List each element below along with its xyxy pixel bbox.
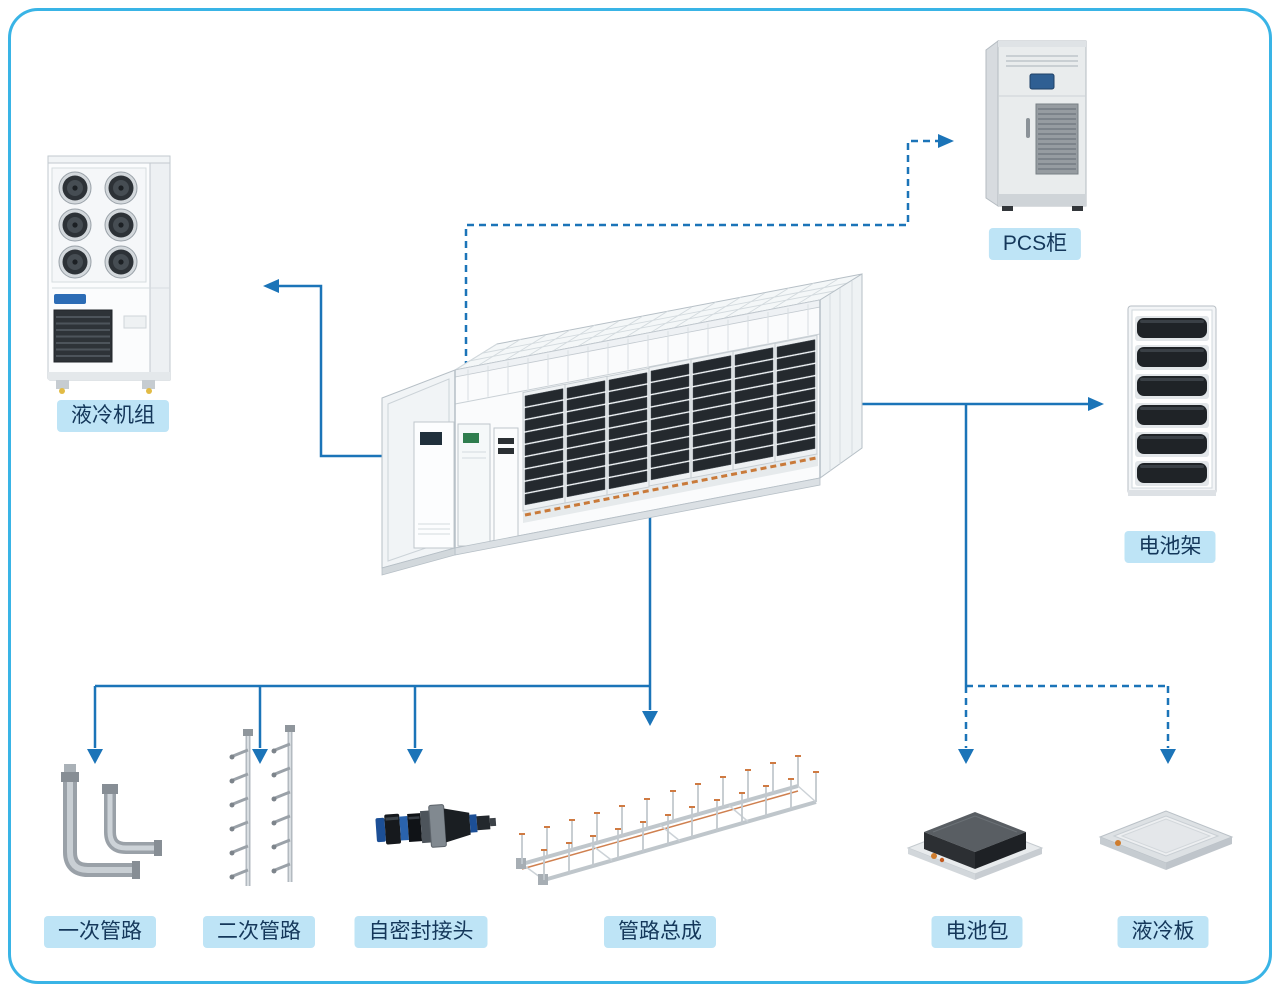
dashed-connector-lines xyxy=(464,139,1170,748)
label-secondary-piping: 二次管路 xyxy=(203,916,315,949)
container-control-cabinets xyxy=(413,421,519,549)
label-battery-rack: 电池架 xyxy=(1124,531,1216,564)
piping-assembly-graphic xyxy=(516,755,820,885)
arrow-heads xyxy=(87,134,1176,764)
air-grille-icon xyxy=(53,309,113,363)
secondary-piping-graphic xyxy=(228,725,295,886)
cooling-plate-graphic xyxy=(1098,810,1234,870)
battery-container-illustration xyxy=(368,252,880,582)
battery-pack-illustration xyxy=(900,772,1050,890)
label-cooling-unit: 液冷机组 xyxy=(57,400,169,433)
self-sealing-connector-illustration xyxy=(369,774,505,878)
pcs-screen xyxy=(1029,73,1055,90)
battery-rack-graphic xyxy=(1127,305,1217,496)
fan-array xyxy=(51,167,147,283)
primary-piping-illustration xyxy=(36,760,176,900)
side-panel xyxy=(149,155,171,381)
piping-assembly-illustration xyxy=(508,726,828,901)
brand-logo xyxy=(54,294,86,304)
container-right-end xyxy=(819,273,863,479)
label-primary-piping: 一次管路 xyxy=(44,916,156,949)
battery-rack-illustration xyxy=(1122,302,1222,502)
label-battery-pack: 电池包 xyxy=(931,916,1023,949)
primary-piping-graphic xyxy=(61,764,162,879)
cooling-plate-illustration xyxy=(1092,775,1240,883)
hmi-screen xyxy=(463,433,479,443)
pcs-cabinet-illustration xyxy=(980,34,1092,212)
secondary-piping-illustration xyxy=(208,724,323,899)
label-cooling-plate: 液冷板 xyxy=(1117,916,1209,949)
pcs-cabinet-graphic xyxy=(985,40,1087,211)
self-sealing-connector-graphic xyxy=(375,804,497,848)
door-handle xyxy=(1026,118,1030,138)
battery-container-graphic xyxy=(381,273,863,576)
cooling-unit-illustration xyxy=(42,148,182,398)
label-piping-assembly: 管路总成 xyxy=(604,916,716,949)
control-screen xyxy=(420,432,442,445)
label-pcs-cabinet: PCS柜 xyxy=(988,228,1082,261)
pcs-vent-grille xyxy=(1035,103,1079,175)
label-self-sealing-connector: 自密封接头 xyxy=(354,916,488,949)
cooling-unit-graphic xyxy=(47,155,171,394)
battery-pack-graphic xyxy=(906,812,1044,880)
